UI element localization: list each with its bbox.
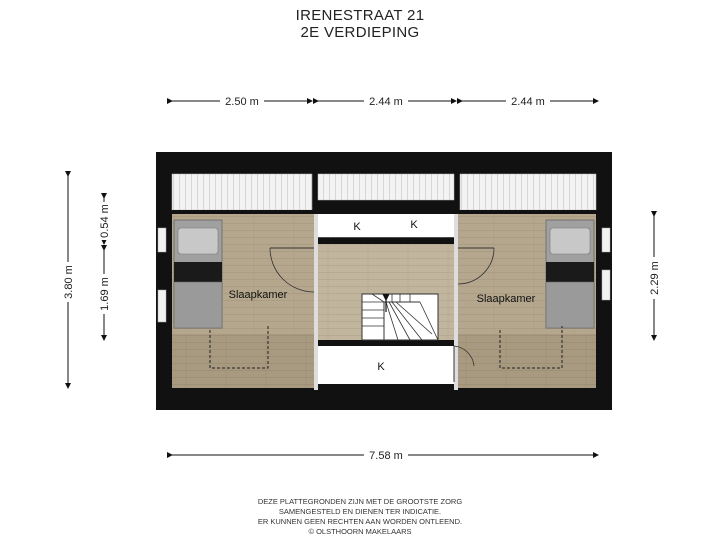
disclaimer-line-2: SAMENGESTELD EN DIENEN TER INDICATIE.: [278, 507, 442, 516]
dim-left-lower: 1.69 m: [99, 277, 111, 311]
label-closet-2: K: [410, 219, 418, 231]
closet-top: [318, 214, 454, 244]
label-left-bedroom: Slaapkamer: [229, 289, 288, 301]
dim-left-upper: 0.54 m: [99, 204, 111, 238]
bed-left: [173, 219, 223, 329]
closet-bottom: [318, 340, 454, 384]
bottom-dimension: 7.58 m: [167, 448, 599, 462]
dim-left-total: 3.80 m: [63, 265, 75, 299]
staircase: [361, 293, 439, 341]
divider-right: [454, 214, 458, 390]
right-dimension: 2.29 m: [647, 211, 661, 341]
bed-right: [545, 219, 595, 329]
dim-right: 2.29 m: [649, 261, 661, 295]
floor-title: 2E VERDIEPING: [300, 24, 420, 41]
skylights: [171, 173, 597, 211]
label-right-bedroom: Slaapkamer: [477, 293, 536, 305]
dim-top-middle: 2.44 m: [369, 96, 403, 108]
sloped-ceiling-marks: [209, 326, 563, 369]
door-closet-bottom: [453, 345, 475, 382]
dim-top-right: 2.44 m: [511, 96, 545, 108]
dim-top-left: 2.50 m: [225, 96, 259, 108]
door-left-bedroom: [269, 247, 315, 293]
label-closet-1: K: [353, 221, 361, 233]
disclaimer-line-4: © OLSTHOORN MAKELAARS: [308, 527, 412, 536]
divider-left: [314, 214, 318, 390]
door-right-bedroom: [457, 247, 495, 285]
disclaimer-line-1: DEZE PLATTEGRONDEN ZIJN MET DE GROOTSTE …: [257, 497, 463, 506]
dim-bottom-total: 7.58 m: [369, 450, 403, 462]
label-closet-3: K: [377, 361, 385, 373]
side-windows: [157, 227, 611, 323]
top-interior-wall: [172, 210, 596, 214]
disclaimer-line-3: ER KUNNEN GEEN RECHTEN AAN WORDEN ONTLEE…: [257, 517, 463, 526]
left-dimensions: 3.80 m 0.54 m 1.69 m: [61, 171, 111, 389]
address-title: IRENESTRAAT 21: [295, 7, 425, 24]
top-dimensions: 2.50 m 2.44 m 2.44 m: [167, 94, 599, 108]
